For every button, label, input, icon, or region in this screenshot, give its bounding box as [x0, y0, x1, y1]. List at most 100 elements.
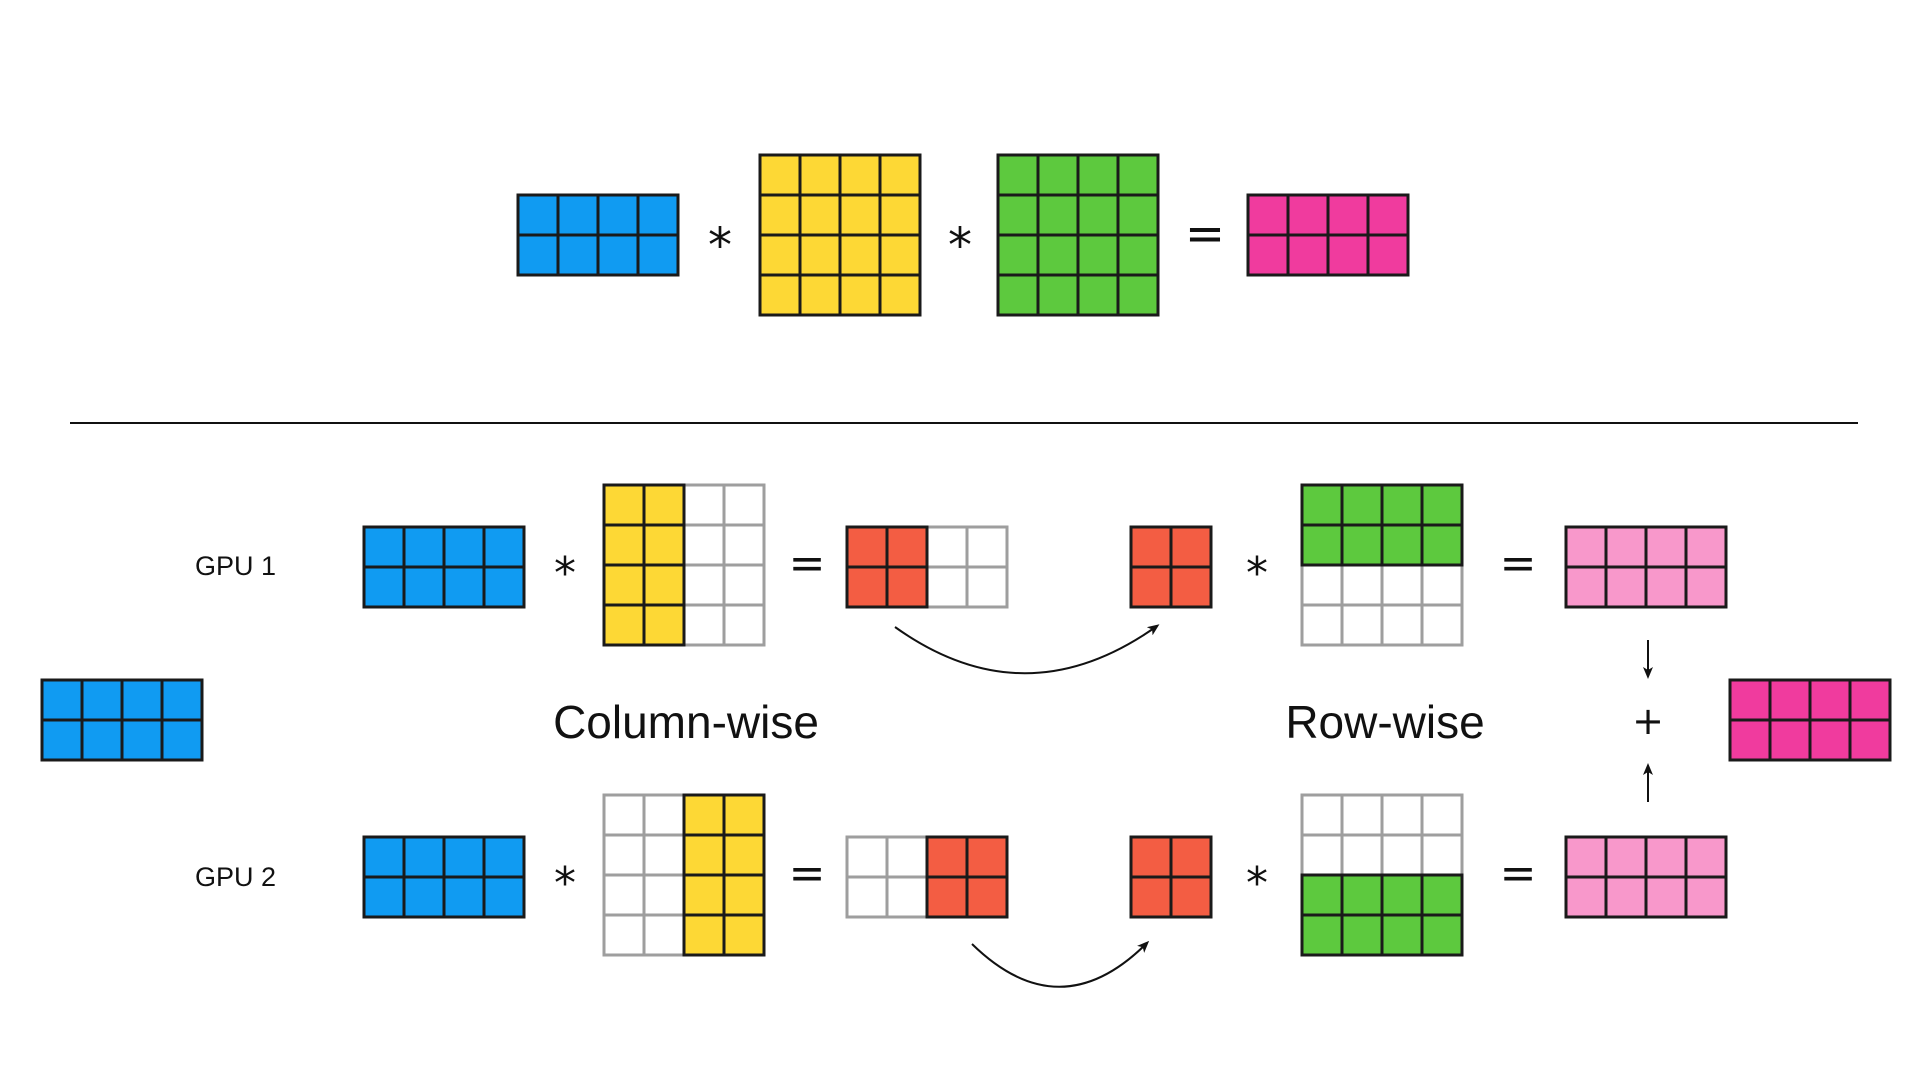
- matrix-cell-filled: [1684, 875, 1728, 919]
- matrix-gpu1-partial-output: [1564, 525, 1728, 609]
- matrix-gpu1-weight-b-shard: [1300, 483, 1464, 647]
- equals-operator: =: [789, 848, 826, 899]
- multiply-operator: *: [1246, 548, 1268, 599]
- matrix-cell-filled: [798, 193, 842, 237]
- matrix-cell-filled: [602, 563, 646, 607]
- matrix-cell-filled: [1420, 483, 1464, 527]
- matrix-cell-filled: [596, 193, 640, 237]
- matrix-cell-filled: [1420, 523, 1464, 567]
- matrix-cell-filled: [1169, 565, 1213, 609]
- matrix-cell-empty: [925, 525, 969, 569]
- multiply-operator: *: [948, 218, 972, 274]
- multiply-operator: *: [554, 858, 576, 909]
- matrix-gpu2-intermediate: [845, 835, 1009, 919]
- matrix-cell-empty: [682, 563, 726, 607]
- matrix-gpu1-intermediate: [845, 525, 1009, 609]
- matrix-cell-empty: [722, 563, 766, 607]
- matrix-cell-filled: [636, 233, 680, 277]
- matrix-cell-filled: [1036, 193, 1080, 237]
- matrix-cell-filled: [722, 873, 766, 917]
- matrix-cell-empty: [1380, 793, 1424, 837]
- matrix-cell-filled: [1848, 718, 1892, 762]
- matrix-cell-filled: [1564, 875, 1608, 919]
- matrix-cell-filled: [1116, 193, 1160, 237]
- matrix-cell-filled: [1129, 565, 1173, 609]
- matrix-cell-filled: [596, 233, 640, 277]
- matrix-top-output: [1246, 193, 1410, 277]
- matrix-cell-filled: [996, 233, 1040, 277]
- matrix-cell-filled: [1169, 875, 1213, 919]
- matrix-cell-filled: [1380, 523, 1424, 567]
- matrix-top-weight-b: [996, 153, 1160, 317]
- matrix-cell-filled: [556, 193, 600, 237]
- matrix-cell-filled: [1366, 193, 1410, 237]
- matrix-cell-empty: [722, 483, 766, 527]
- matrix-cell-filled: [1129, 525, 1173, 569]
- matrix-cell-empty: [1420, 563, 1464, 607]
- matrix-cell-filled: [878, 193, 922, 237]
- matrix-cell-empty: [682, 603, 726, 647]
- matrix-cell-filled: [602, 483, 646, 527]
- matrix-cell-filled: [362, 835, 406, 879]
- matrix-cell-filled: [1644, 835, 1688, 879]
- matrix-cell-filled: [482, 565, 526, 609]
- matrix-cell-filled: [1246, 193, 1290, 237]
- matrix-cell-filled: [642, 523, 686, 567]
- matrix-cell-filled: [1644, 875, 1688, 919]
- matrix-cell-empty: [722, 603, 766, 647]
- matrix-cell-empty: [602, 793, 646, 837]
- matrix-cell-filled: [1564, 835, 1608, 879]
- gpu1-label: GPU 1: [195, 551, 276, 581]
- matrix-cell-filled: [1644, 525, 1688, 569]
- matrix-cell-filled: [1380, 873, 1424, 917]
- matrix-gpu2-weight-a-shard: [602, 793, 766, 957]
- gpu2-label: GPU 2: [195, 862, 276, 892]
- matrix-cell-filled: [838, 233, 882, 277]
- matrix-gpu2-input: [362, 835, 526, 919]
- matrix-cell-filled: [838, 153, 882, 197]
- matrix-cell-filled: [722, 913, 766, 957]
- matrix-cell-filled: [402, 525, 446, 569]
- matrix-cell-empty: [1420, 603, 1464, 647]
- matrix-cell-filled: [965, 875, 1009, 919]
- matrix-cell-filled: [402, 875, 446, 919]
- matrix-cell-filled: [798, 273, 842, 317]
- gpu1-transfer-arrow: [894, 624, 1160, 675]
- matrix-cell-empty: [1340, 603, 1384, 647]
- matrix-cell-filled: [1340, 523, 1384, 567]
- matrix-cell-filled: [682, 833, 726, 877]
- multiply-operator: *: [708, 218, 732, 274]
- matrix-cell-filled: [798, 153, 842, 197]
- matrix-cell-filled: [845, 525, 889, 569]
- matrix-cell-filled: [925, 835, 969, 879]
- matrix-cell-filled: [845, 565, 889, 609]
- matrix-top-weight-a: [758, 153, 922, 317]
- matrix-cell-filled: [682, 873, 726, 917]
- matrix-cell-filled: [362, 565, 406, 609]
- matrix-cell-filled: [1768, 718, 1812, 762]
- matrix-cell-filled: [442, 835, 486, 879]
- matrix-cell-filled: [1848, 678, 1892, 722]
- matrix-cell-filled: [682, 793, 726, 837]
- matrix-cell-filled: [120, 678, 164, 722]
- gpu2-transfer-arrow: [971, 940, 1150, 988]
- matrix-cell-filled: [1564, 565, 1608, 609]
- matrix-gpu2-partial-output: [1564, 835, 1728, 919]
- matrix-cell-filled: [758, 233, 802, 277]
- matrix-cell-empty: [1300, 793, 1344, 837]
- matrix-cell-filled: [642, 563, 686, 607]
- matrix-cell-filled: [878, 273, 922, 317]
- matrix-cell-filled: [1116, 273, 1160, 317]
- multiply-operator: *: [554, 548, 576, 599]
- matrix-cell-filled: [442, 525, 486, 569]
- matrix-cell-filled: [996, 273, 1040, 317]
- matrix-cell-empty: [602, 833, 646, 877]
- matrix-cell-filled: [1644, 565, 1688, 609]
- matrix-cell-filled: [642, 483, 686, 527]
- matrix-cell-filled: [80, 678, 124, 722]
- matrix-cell-filled: [1036, 273, 1080, 317]
- matrix-cell-empty: [1300, 603, 1344, 647]
- matrix-cell-filled: [1768, 678, 1812, 722]
- matrix-cell-filled: [402, 565, 446, 609]
- matrix-cell-empty: [722, 523, 766, 567]
